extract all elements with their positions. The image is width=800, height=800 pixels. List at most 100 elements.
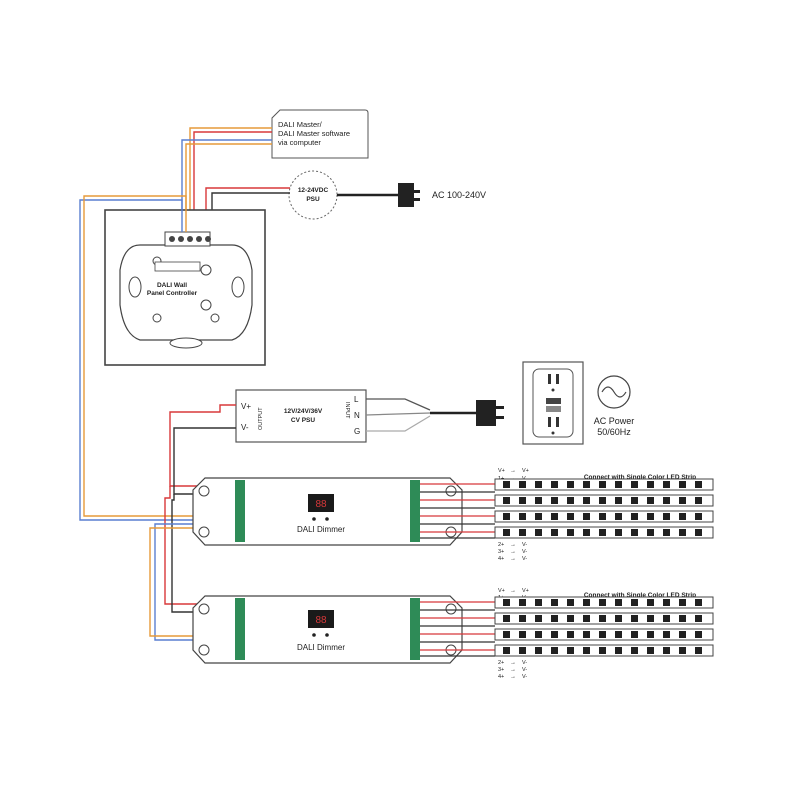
cv-psu-vminus: V- <box>241 423 249 432</box>
led-chip <box>583 647 590 654</box>
conn2-arrow3: → <box>510 667 516 673</box>
led-chip <box>695 647 702 654</box>
dali-bus-wires <box>79 195 205 521</box>
led-chip <box>679 529 686 536</box>
conn2-a3: 3+ <box>498 667 504 673</box>
led-chip <box>567 599 574 606</box>
led-chip <box>551 513 558 520</box>
led-chip <box>647 513 654 520</box>
led-chip <box>535 481 542 488</box>
led-chip <box>567 481 574 488</box>
led-strip <box>494 526 714 539</box>
conn1-arrow4: → <box>510 556 516 562</box>
cv-psu-g: G <box>354 427 360 436</box>
led-chip <box>599 497 606 504</box>
ac-input-label: AC 100-240V <box>432 190 486 200</box>
led-chip <box>567 497 574 504</box>
led-chip <box>615 513 622 520</box>
led-chip <box>535 647 542 654</box>
led-chip <box>503 615 510 622</box>
led-chip <box>679 647 686 654</box>
conn2-b3: V- <box>522 667 527 673</box>
led-chip <box>663 529 670 536</box>
led-strip <box>494 612 714 625</box>
led-chip <box>663 481 670 488</box>
led-chip <box>615 529 622 536</box>
led-chip <box>535 513 542 520</box>
cv-psu-n: N <box>354 411 360 420</box>
conn1-arrow2: → <box>510 542 516 548</box>
led-chip <box>663 497 670 504</box>
led-chip <box>615 647 622 654</box>
ac-plug-top <box>398 183 420 207</box>
led-chip <box>567 631 574 638</box>
led-chip <box>647 529 654 536</box>
led-chip <box>631 497 638 504</box>
cv-psu-l: L <box>354 395 359 404</box>
led-chip <box>567 513 574 520</box>
conn2-arrow2: → <box>510 660 516 666</box>
ac-outlet <box>522 361 584 445</box>
psu-small-line2: PSU <box>306 196 320 203</box>
led-strip <box>494 596 714 609</box>
dali-master-box: DALI Master/ DALI Master software via co… <box>271 109 369 159</box>
led-chip <box>647 647 654 654</box>
led-chip <box>695 631 702 638</box>
led-chip <box>583 615 590 622</box>
led-chip <box>503 647 510 654</box>
conn2-b2: V- <box>522 660 527 666</box>
panel-label-line1: DALI Wall <box>157 282 187 289</box>
dimmer-2-digits: 88 <box>315 615 327 626</box>
led-chip <box>551 631 558 638</box>
led-chip <box>583 529 590 536</box>
led-strip <box>494 478 714 491</box>
led-chip <box>599 529 606 536</box>
led-chip <box>631 647 638 654</box>
led-chip <box>583 631 590 638</box>
cv-psu-input: INPUT <box>344 402 350 419</box>
ac-power-symbol <box>597 375 631 409</box>
ac-plug-mid <box>476 400 504 426</box>
conn2-a2: 2+ <box>498 660 504 666</box>
led-chip <box>583 497 590 504</box>
led-chip <box>647 631 654 638</box>
led-chip <box>647 497 654 504</box>
cv-psu-ac-wires <box>365 398 476 432</box>
conn1-b4: V- <box>522 556 527 562</box>
cv-psu-line1: 12V/24V/36V <box>284 408 323 415</box>
led-chip <box>631 481 638 488</box>
dimmer-2-output-wires <box>420 601 495 657</box>
strip-title-1: Connect with Single Color LED Strip <box>584 474 696 481</box>
led-chip <box>503 513 510 520</box>
led-chip <box>599 631 606 638</box>
led-strip <box>494 644 714 657</box>
led-chip <box>663 513 670 520</box>
cv-psu-line2: CV PSU <box>291 417 316 424</box>
led-chip <box>583 513 590 520</box>
led-chip <box>519 481 526 488</box>
wall-panel: DALI Wall Panel Controller <box>104 209 266 366</box>
led-chip <box>599 481 606 488</box>
led-chip <box>663 599 670 606</box>
led-chip <box>695 599 702 606</box>
conn1-a2: 2+ <box>498 542 504 548</box>
led-chip <box>615 497 622 504</box>
master-label-line3: via computer <box>278 138 321 147</box>
conn1-a4: 4+ <box>498 556 504 562</box>
led-chip <box>599 599 606 606</box>
led-strip <box>494 628 714 641</box>
led-chip <box>567 529 574 536</box>
led-chip <box>519 631 526 638</box>
led-chip <box>631 615 638 622</box>
cv-psu-vplus: V+ <box>241 402 251 411</box>
led-chip <box>551 481 558 488</box>
led-chip <box>535 497 542 504</box>
led-chip <box>615 599 622 606</box>
led-chip <box>519 529 526 536</box>
led-chip <box>519 497 526 504</box>
cv-psu-output: OUTPUT <box>258 407 264 430</box>
led-chip <box>551 647 558 654</box>
led-chip <box>679 497 686 504</box>
led-strip <box>494 494 714 507</box>
